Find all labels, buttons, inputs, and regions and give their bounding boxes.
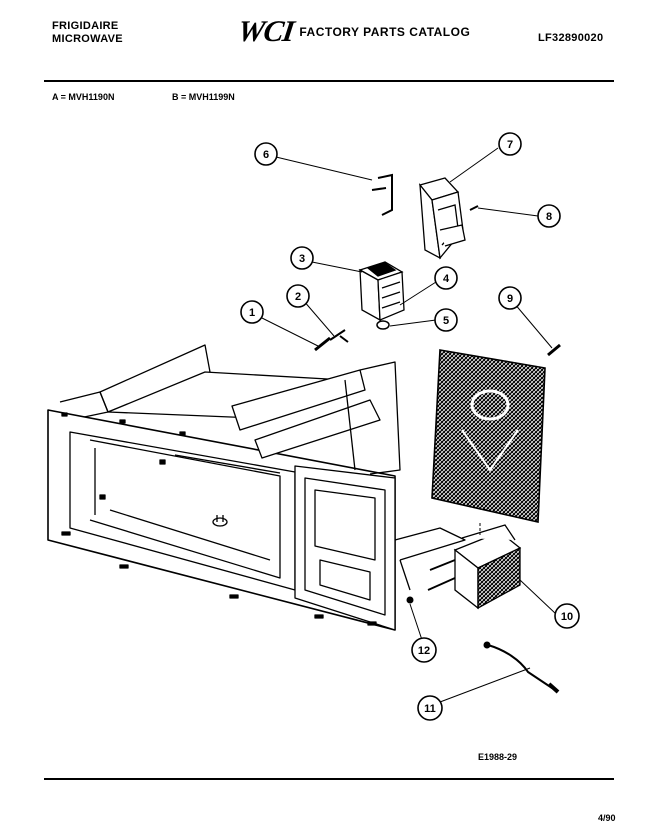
footer-divider	[44, 778, 614, 780]
microwave-chassis	[47, 344, 466, 631]
svg-text:8: 8	[546, 211, 552, 223]
part-8-screw	[469, 205, 479, 211]
svg-text:3: 3	[299, 253, 305, 265]
callout-4: 4	[434, 266, 458, 290]
document-number: LF32890020	[538, 32, 604, 44]
model-a: A = MVH1190N	[52, 92, 115, 102]
svg-text:12: 12	[418, 645, 430, 657]
callout-6: 6	[254, 142, 278, 166]
callout-9: 9	[498, 286, 522, 310]
brand-block: FRIGIDAIRE MICROWAVE	[52, 20, 123, 46]
part-11-wire	[483, 641, 560, 694]
part-5-gasket	[376, 320, 390, 330]
svg-text:7: 7	[507, 139, 513, 151]
figure-id: E1988-29	[478, 752, 518, 762]
part-2-thermostat	[329, 329, 349, 343]
product-type: MICROWAVE	[52, 33, 123, 45]
svg-text:6: 6	[263, 149, 269, 161]
svg-text:9: 9	[507, 293, 513, 305]
svg-text:1: 1	[249, 307, 255, 319]
svg-text:11: 11	[424, 703, 436, 715]
callout-10: 10	[554, 603, 580, 629]
catalog-title: FACTORY PARTS CATALOG	[299, 25, 471, 39]
callout-12: 12	[411, 637, 437, 663]
part-6-bracket	[371, 173, 393, 216]
callouts: 1 2 3 4 5 6 7 8	[240, 132, 580, 721]
svg-text:5: 5	[443, 315, 449, 327]
part-3-magnetron	[358, 261, 405, 322]
model-b: B = MVH1199N	[172, 92, 235, 102]
svg-text:4: 4	[443, 273, 450, 285]
callout-2: 2	[286, 284, 310, 308]
callout-8: 8	[537, 204, 561, 228]
callout-11: 11	[417, 695, 443, 721]
leader-lines	[259, 147, 557, 703]
part-9-screw	[547, 343, 561, 357]
callout-3: 3	[290, 246, 314, 270]
callout-1: 1	[240, 300, 264, 324]
part-12-nut	[406, 596, 414, 604]
svg-text:2: 2	[295, 291, 301, 303]
callout-5: 5	[434, 308, 458, 332]
part-7-waveguide	[418, 177, 466, 260]
callout-7: 7	[498, 132, 522, 156]
svg-text:10: 10	[561, 611, 573, 623]
vent-grille	[431, 349, 546, 523]
brand-name: FRIGIDAIRE	[52, 20, 119, 32]
revision-date: 4/90	[598, 813, 616, 823]
catalog-header: WCI FACTORY PARTS CATALOG	[236, 15, 471, 48]
header-divider	[44, 80, 614, 82]
part-1-fuse	[314, 336, 331, 352]
part-10-transformer	[427, 524, 522, 610]
